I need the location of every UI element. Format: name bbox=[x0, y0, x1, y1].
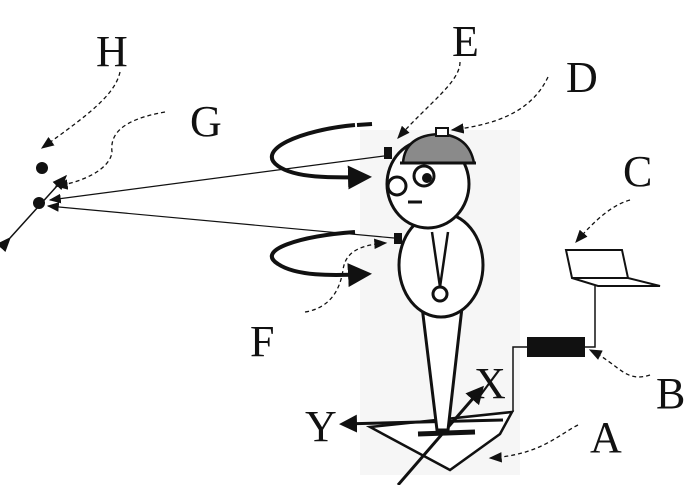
axis-label-y: Y bbox=[305, 402, 337, 451]
axis-label-x: X bbox=[474, 359, 506, 408]
axes bbox=[339, 385, 504, 486]
laptop-icon bbox=[564, 249, 661, 287]
label-e: E bbox=[452, 17, 479, 66]
label-h: H bbox=[96, 27, 128, 76]
target-dot-icon bbox=[0, 162, 68, 253]
label-c: C bbox=[623, 147, 653, 196]
label-g: G bbox=[190, 97, 222, 146]
label-b: B bbox=[656, 369, 686, 418]
sensor-e-icon bbox=[384, 147, 392, 159]
leader-lines bbox=[40, 61, 651, 463]
cables bbox=[512, 286, 596, 412]
sight-lines bbox=[46, 155, 395, 239]
label-d: D bbox=[566, 53, 598, 102]
helmet-sensor-icon bbox=[400, 127, 476, 165]
sensor-f-icon bbox=[394, 233, 402, 244]
rotation-arrow-icon bbox=[269, 122, 373, 288]
label-f: F bbox=[250, 317, 275, 366]
amplifier-box-icon bbox=[527, 337, 585, 357]
label-a: A bbox=[590, 413, 622, 462]
